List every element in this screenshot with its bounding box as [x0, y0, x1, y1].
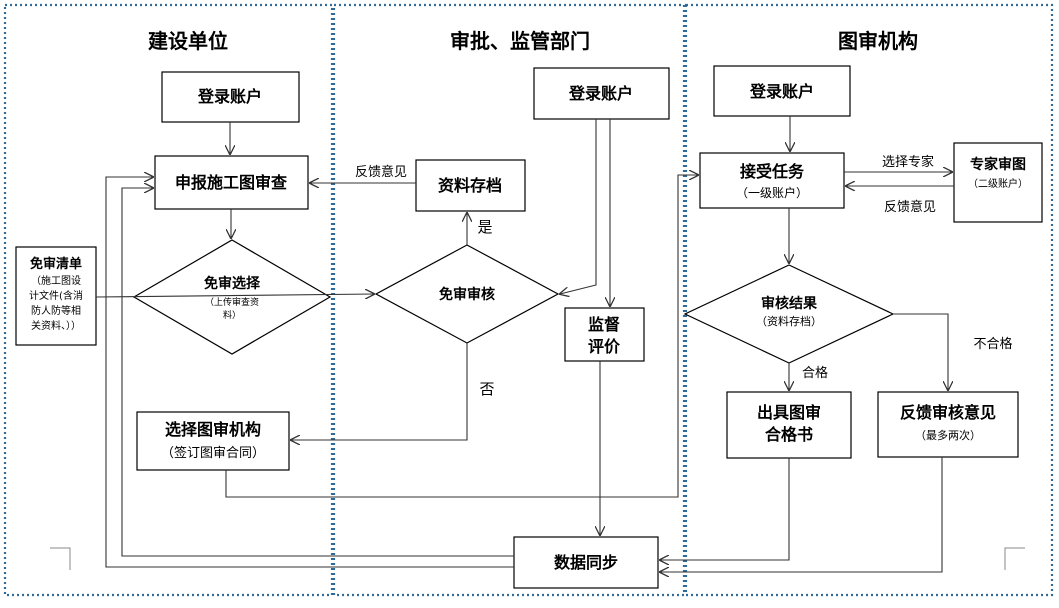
lane-review-agency	[684, 3, 1054, 597]
svg-text:接受任务: 接受任务	[740, 162, 805, 181]
edge-label-feedback-back: 反馈意见	[884, 199, 936, 215]
svg-text:免审选择: 免审选择	[204, 275, 261, 292]
svg-text:免审清单: 免审清单	[30, 256, 82, 272]
node-agency-login: 登录账户	[713, 65, 851, 117]
svg-text:（签订图审合同）: （签订图审合同）	[161, 445, 265, 461]
svg-text:登录账户: 登录账户	[749, 82, 814, 101]
edge-list-to-review	[95, 294, 374, 297]
svg-text:（二级账户）: （二级账户）	[968, 177, 1028, 190]
node-choose-agency: 选择图审机构 （签订图审合同）	[136, 411, 290, 471]
edge-review-no-to-agency	[291, 343, 468, 440]
edge-sync-loop-outer	[105, 177, 514, 568]
node-builder-login: 登录账户	[161, 71, 300, 123]
svg-text:选择图审机构: 选择图审机构	[165, 420, 261, 439]
edge-label-select-expert: 选择专家	[882, 154, 934, 170]
node-data-sync: 数据同步	[513, 536, 659, 589]
edge-label-yes: 是	[477, 218, 492, 236]
node-supervise: 监督 评价	[564, 307, 645, 362]
svg-text:（上传审查资: （上传审查资	[205, 296, 259, 308]
edge-sync-loop-inner	[121, 188, 514, 557]
svg-text:监督: 监督	[588, 315, 620, 334]
node-exempt-list: 免审清单 （施工图设 计文件(含消 防人防等相 关资料、））	[15, 246, 97, 346]
node-archive: 资料存档	[415, 159, 526, 212]
edge-certificate-to-sync	[660, 458, 790, 560]
svg-text:计文件(含消: 计文件(含消	[29, 289, 83, 302]
svg-text:数据同步: 数据同步	[554, 553, 618, 572]
edge-label-pass: 合格	[802, 365, 828, 381]
lane-regulator	[332, 3, 686, 597]
node-exempt-choice: 免审选择 （上传审查资 料）	[132, 239, 332, 355]
node-review-result: 审核结果 （资料存档）	[683, 264, 895, 364]
node-accept-task: 接受任务 （一级账户）	[699, 152, 845, 209]
lane-title-regulator: 审批、监管部门	[450, 29, 590, 53]
edge-label-feedback: 反馈意见	[355, 164, 407, 180]
lane-title-review-agency: 图审机构	[838, 29, 918, 53]
svg-text:料）: 料）	[223, 309, 241, 321]
node-submit-review: 申报施工图审查	[154, 155, 309, 210]
node-issue-certificate: 出具图审 合格书	[726, 391, 852, 459]
edge-agency-to-accept	[225, 175, 698, 498]
edge-label-no: 否	[479, 380, 494, 398]
svg-text:（最多两次）: （最多两次）	[915, 428, 981, 442]
edge-rlogin-to-review	[560, 119, 597, 294]
svg-text:登录账户: 登录账户	[197, 87, 262, 106]
svg-text:登录账户: 登录账户	[568, 84, 633, 103]
corner-mark-left	[50, 547, 71, 570]
corner-mark-right	[1004, 547, 1025, 570]
lane-builder	[3, 3, 334, 597]
svg-text:免审审核: 免审审核	[439, 286, 495, 303]
svg-text:（施工图设: （施工图设	[31, 274, 81, 287]
svg-text:专家审图: 专家审图	[970, 156, 1026, 173]
svg-text:（资料存档）: （资料存档）	[756, 314, 822, 328]
edge-feedback-to-sync	[660, 457, 943, 572]
svg-text:资料存档: 资料存档	[438, 176, 502, 195]
svg-text:（一级账户）: （一级账户）	[736, 185, 808, 200]
node-exempt-review: 免审审核	[374, 244, 560, 344]
svg-text:评价: 评价	[588, 337, 621, 356]
edge-result-to-feedback	[893, 313, 948, 390]
svg-text:审核结果: 审核结果	[761, 295, 818, 312]
svg-text:申报施工图审查: 申报施工图审查	[175, 173, 287, 192]
svg-text:合格书: 合格书	[765, 425, 813, 444]
node-feedback-opinion: 反馈审核意见 （最多两次）	[877, 391, 1019, 458]
edge-label-fail: 不合格	[973, 336, 1012, 352]
svg-text:反馈审核意见: 反馈审核意见	[900, 403, 996, 422]
node-expert-review: 专家审图 （二级账户）	[953, 142, 1043, 223]
svg-text:防人防等相: 防人防等相	[31, 304, 81, 317]
node-regulator-login: 登录账户	[533, 67, 670, 120]
svg-text:关资料、））: 关资料、））	[31, 319, 81, 332]
lane-title-builder: 建设单位	[148, 29, 228, 53]
svg-text:出具图审: 出具图审	[757, 403, 821, 422]
